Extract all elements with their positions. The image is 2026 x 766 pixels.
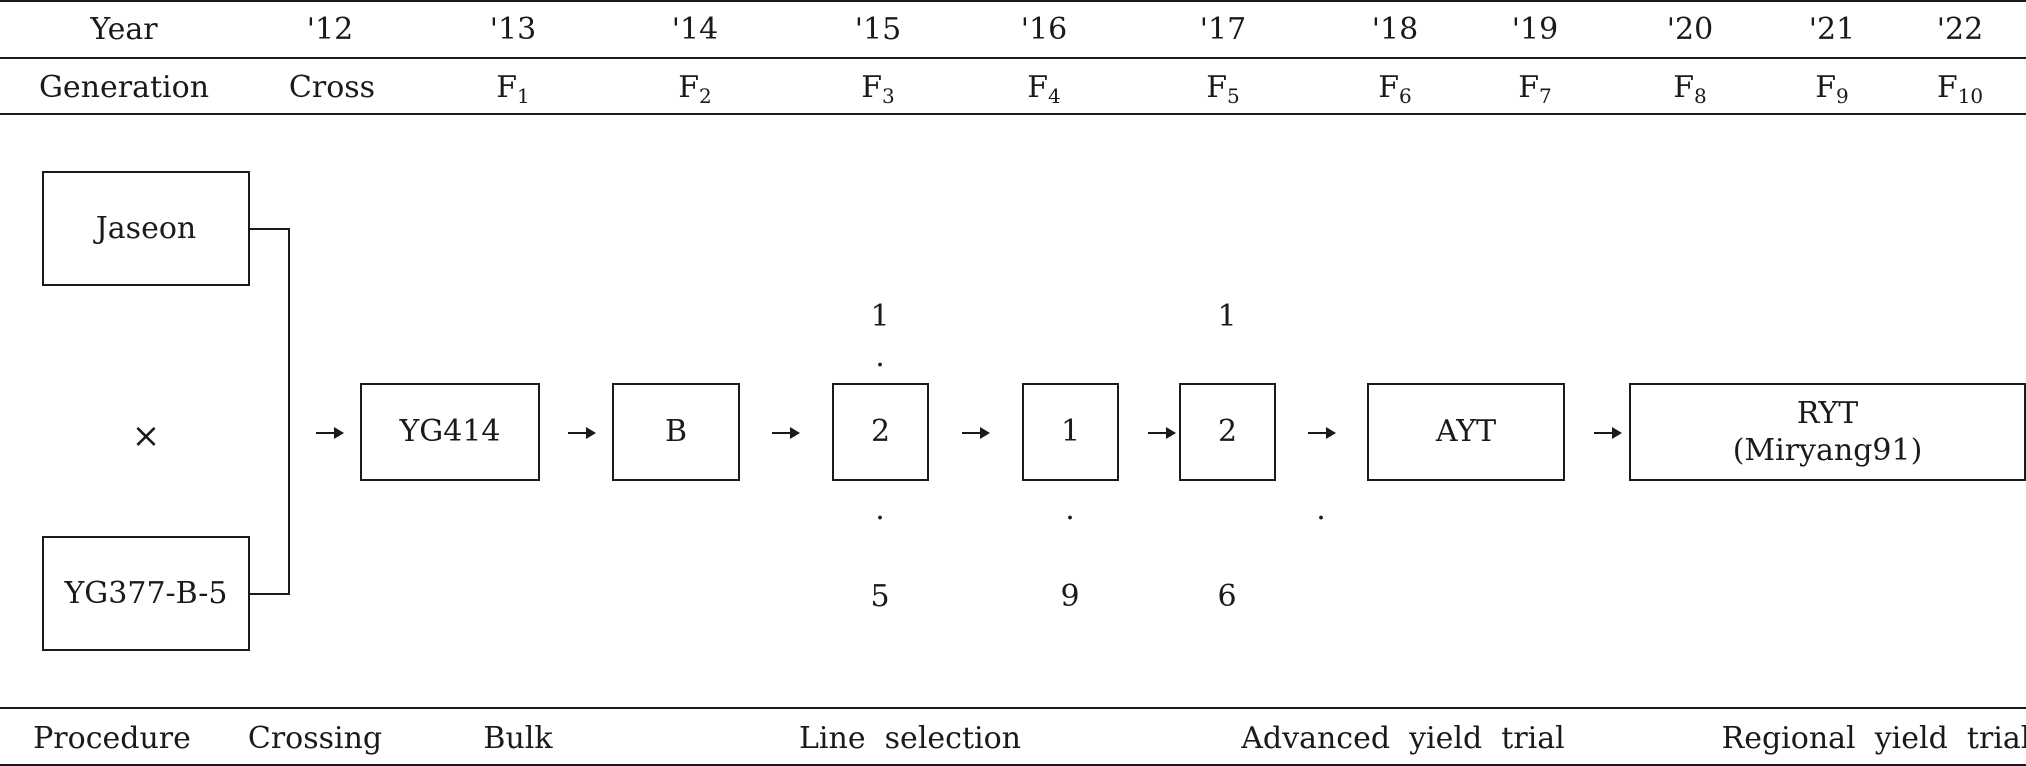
year-cell: '16 [1020,12,1068,47]
arrow [1308,427,1336,439]
ryt-variety: (Miryang91) [1732,433,1923,468]
arrow [1594,427,1622,439]
f3-range-end: 5 [870,579,890,614]
generation-cell: Cross [288,70,376,105]
ellipsis-dot: . [1316,492,1326,527]
procedure-step: Bulk [483,721,553,756]
year-cell: '20 [1666,12,1714,47]
box-ryt: RYT (Miryang91) [1629,383,2026,481]
year-cell: '15 [854,12,902,47]
parent-box-yg377-b-5: YG377-B-5 [42,536,250,651]
generation-cell: F3 [861,70,895,108]
year-cell: '12 [306,12,354,47]
box-f4-lines: 1 [1022,383,1119,481]
f4-range-end: 9 [1060,579,1080,614]
generation-cell: F1 [496,70,530,108]
generation-cell: F10 [1936,70,1984,108]
procedure-label: Procedure [33,721,191,756]
procedure-step: Advanced yield trial [1241,721,1565,756]
ellipsis-dot: . [875,492,885,527]
procedure-step: Line selection [799,721,1021,756]
year-cell: '22 [1936,12,1984,47]
connector-line [250,228,290,230]
box-f5-lines: 2 [1179,383,1276,481]
header-bottom-rule [0,113,2026,115]
year-label: Year [90,12,158,47]
year-cell: '17 [1199,12,1247,47]
arrow [316,427,344,439]
top-rule [0,0,2026,2]
footer-top-rule [0,707,2026,709]
box-f3-lines: 2 [832,383,929,481]
ellipsis-dot: . [1065,492,1075,527]
year-cell: '14 [671,12,719,47]
generation-cell: F8 [1673,70,1707,108]
generation-cell: F5 [1206,70,1240,108]
procedure-step: Crossing [247,721,383,756]
generation-cell: F7 [1518,70,1552,108]
f3-range-start: 1 [870,299,890,334]
ryt-label: RYT [1796,395,1859,431]
connector-line [288,228,290,595]
generation-cell: F2 [678,70,712,108]
procedure-step: Regional yield trial [1721,721,2026,756]
box-bulk: B [612,383,740,481]
cross-symbol: × [131,416,161,456]
year-cell: '18 [1371,12,1419,47]
f5-range-start: 1 [1217,299,1237,334]
header-mid-rule [0,57,2026,59]
generation-cell: F9 [1815,70,1849,108]
year-cell: '21 [1808,12,1856,47]
footer-bottom-rule [0,764,2026,766]
connector-line [250,593,290,595]
box-yg414: YG414 [360,383,540,481]
generation-cell: F6 [1378,70,1412,108]
year-cell: '19 [1511,12,1559,47]
ellipsis-dot: . [875,339,885,374]
box-ayt: AYT [1367,383,1565,481]
year-cell: '13 [489,12,537,47]
parent-box-jaseon: Jaseon [42,171,250,286]
generation-label: Generation [38,70,210,105]
arrow [568,427,596,439]
f5-range-end: 6 [1217,579,1237,614]
arrow [962,427,990,439]
arrow [1148,427,1176,439]
arrow [772,427,800,439]
generation-cell: F4 [1027,70,1061,108]
